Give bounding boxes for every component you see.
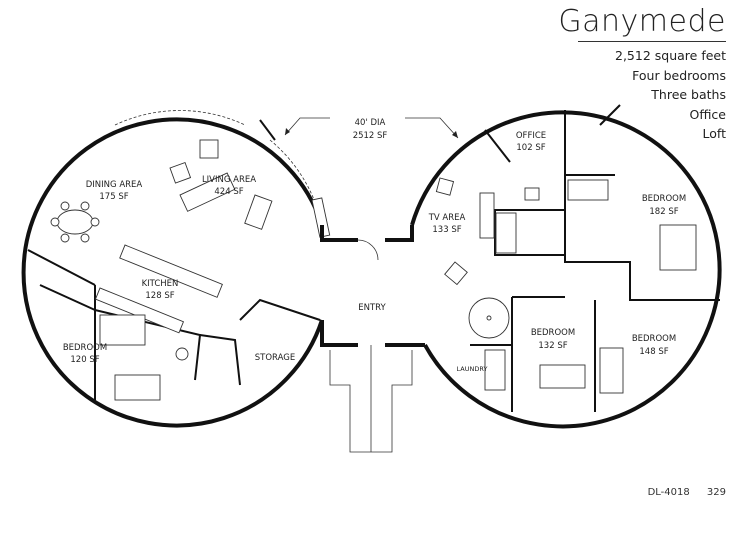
- plan-specs: 2,512 square feet Four bedrooms Three ba…: [615, 46, 726, 144]
- diameter-callout: [284, 117, 459, 139]
- storage-name: STORAGE: [255, 353, 295, 363]
- bedroom-148-name: BEDROOM: [632, 334, 676, 344]
- bedroom-left-name: BEDROOM: [63, 343, 107, 353]
- spec-office: Office: [689, 106, 727, 122]
- page-number: 329: [706, 487, 726, 498]
- bedroom-182-area: 182 SF: [649, 207, 678, 217]
- total-area-label: 2512 SF: [353, 131, 388, 141]
- connector-hall: [320, 225, 425, 347]
- bedroom-148-area: 148 SF: [639, 347, 668, 357]
- right-dome: [410, 104, 722, 429]
- plan-code: DL-4018: [647, 487, 690, 498]
- entry-walkway: [329, 345, 413, 453]
- tv-name: TV AREA: [428, 213, 466, 223]
- spec-bedrooms: Four bedrooms: [632, 67, 726, 83]
- title-divider: [578, 41, 726, 42]
- plan-footer: DL-4018 329: [648, 487, 726, 498]
- laundry-name: LAUNDRY: [457, 365, 488, 373]
- spec-baths: Three baths: [651, 87, 726, 102]
- spec-loft: Loft: [702, 126, 726, 141]
- entry-name: ENTRY: [358, 303, 386, 313]
- living-name: LIVING AREA: [202, 175, 256, 185]
- bedroom-132-name: BEDROOM: [531, 328, 575, 338]
- bedroom-left-area: 120 SF: [70, 355, 99, 365]
- spec-area: 2,512 square feet: [615, 48, 726, 63]
- office-area: 102 SF: [516, 143, 545, 153]
- kitchen-area: 128 SF: [145, 291, 174, 301]
- left-dome: [21, 110, 331, 428]
- living-area: 424 SF: [214, 187, 243, 197]
- dining-area: 175 SF: [99, 192, 128, 202]
- dining-name: DINING AREA: [86, 180, 143, 190]
- office-name: OFFICE: [516, 131, 546, 141]
- kitchen-name: KITCHEN: [142, 279, 179, 289]
- plan-title: Ganymede: [558, 4, 726, 39]
- dimension-label: 40' DIA: [355, 118, 386, 128]
- tv-area: 133 SF: [432, 225, 461, 235]
- bedroom-182-name: BEDROOM: [642, 194, 686, 204]
- bedroom-132-area: 132 SF: [538, 341, 567, 351]
